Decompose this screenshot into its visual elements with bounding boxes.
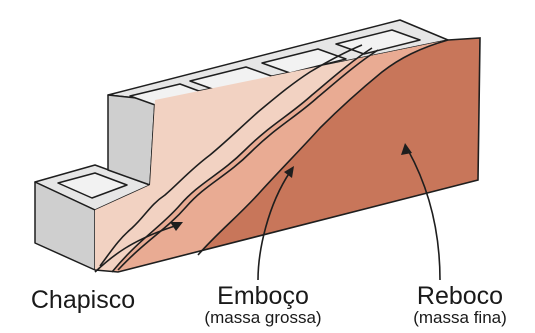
emboco-note: (massa grossa) (188, 309, 338, 327)
chapisco-name: Chapisco (8, 287, 158, 313)
reboco-label: Reboco (massa fina) (395, 283, 525, 327)
reboco-note: (massa fina) (395, 309, 525, 327)
emboco-label: Emboço (massa grossa) (188, 283, 338, 327)
chapisco-label: Chapisco (8, 287, 158, 313)
emboco-name: Emboço (188, 283, 338, 309)
reboco-name: Reboco (395, 283, 525, 309)
upper-block-front (108, 95, 155, 185)
